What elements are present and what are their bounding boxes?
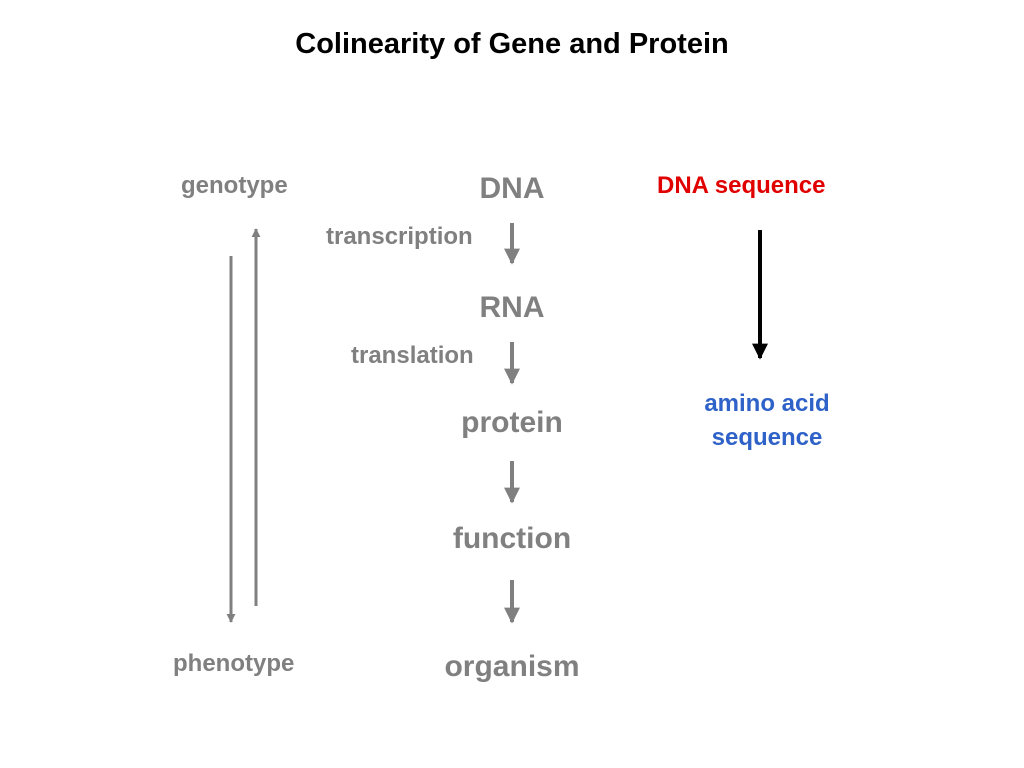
flow-node-protein: protein	[461, 406, 563, 439]
flow-node-function: function	[452, 522, 572, 555]
flow-node-rna: RNA	[479, 291, 545, 324]
step-label-transcription: transcription	[326, 223, 473, 250]
dna-sequence-label: DNA sequence	[657, 172, 826, 199]
amino-acid-line1: amino acid	[704, 390, 830, 417]
genotype-label: genotype	[181, 172, 288, 199]
flow-node-dna: DNA	[479, 172, 545, 205]
amino-acid-sequence-label: amino acid sequence	[660, 387, 874, 455]
amino-acid-line2: sequence	[711, 424, 823, 451]
phenotype-label: phenotype	[173, 650, 295, 677]
flow-node-organism: organism	[444, 650, 580, 683]
step-label-translation: translation	[351, 342, 474, 369]
page-title: Colinearity of Gene and Protein	[295, 28, 729, 60]
